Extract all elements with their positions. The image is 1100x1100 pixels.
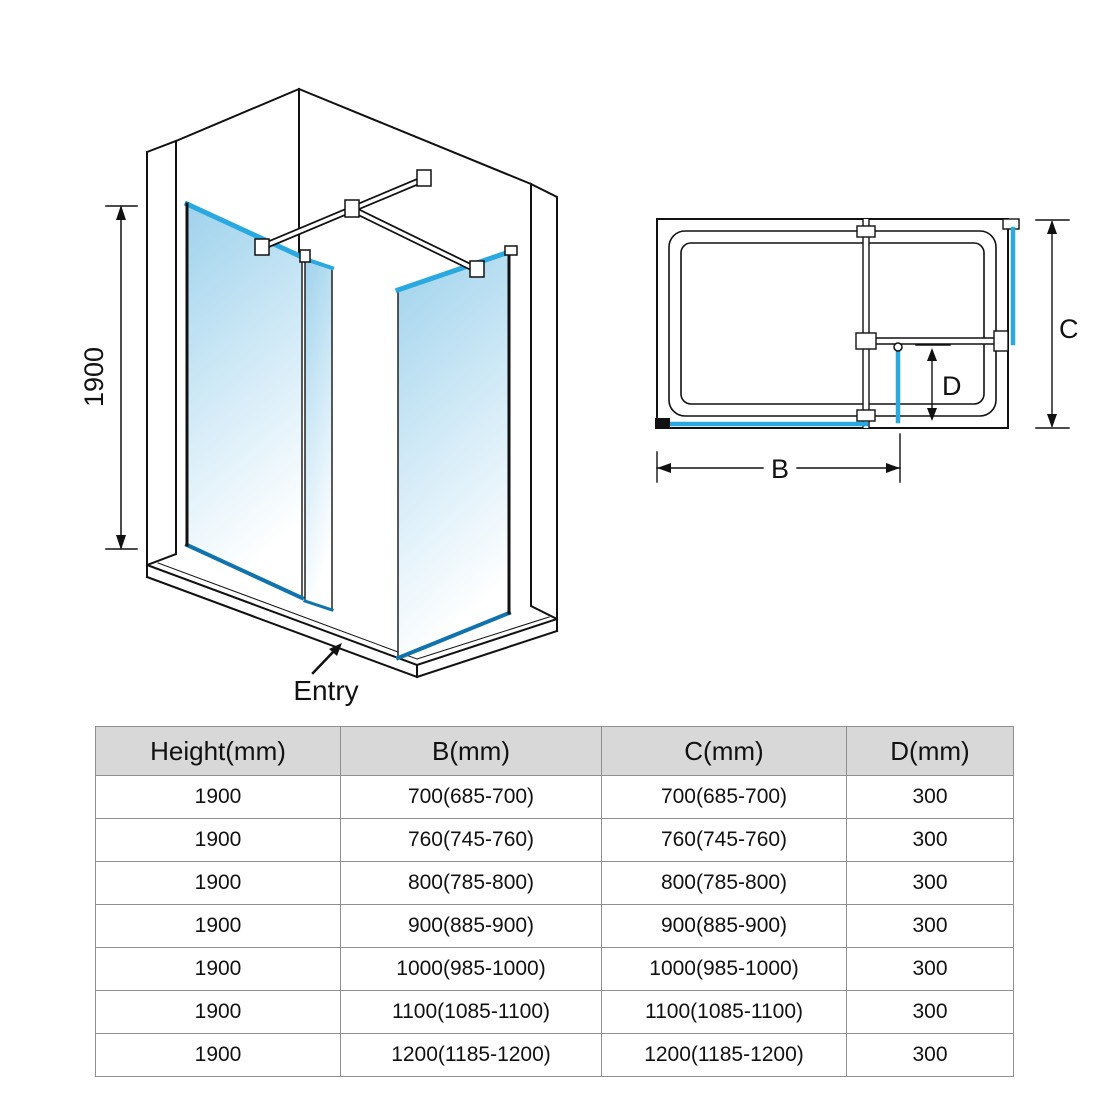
- isometric-view: 1900 Entry: [79, 87, 559, 706]
- cell-b: 760(745-760): [340, 818, 602, 862]
- bar-clamp: [254, 238, 270, 256]
- cell-b: 700(685-700): [340, 775, 602, 819]
- table-row: 1900 900(885-900) 900(885-900) 300: [95, 904, 1014, 948]
- table-row: 1900 1000(985-1000) 1000(985-1000) 300: [95, 947, 1014, 991]
- bar-wall-mount: [416, 169, 432, 187]
- table-row: 1900 760(745-760) 760(745-760) 300: [95, 818, 1014, 862]
- wall-profile: [655, 418, 670, 429]
- dimension-d: D: [915, 344, 962, 421]
- cell-c: 1200(1185-1200): [601, 1033, 847, 1077]
- height-dimension: 1900: [79, 205, 138, 550]
- cell-b: 1200(1185-1200): [340, 1033, 602, 1077]
- entry-indicator: Entry: [293, 643, 359, 706]
- cell-c: 800(785-800): [601, 861, 847, 905]
- cell-b: 800(785-800): [340, 861, 602, 905]
- table-header-row: Height(mm) B(mm) C(mm) D(mm): [95, 726, 1014, 776]
- plan-support-bars: [855, 218, 1020, 429]
- dimension-b-label: B: [771, 454, 789, 484]
- cell-d: 300: [846, 818, 1014, 862]
- cell-height: 1900: [95, 904, 341, 948]
- cell-b: 900(885-900): [340, 904, 602, 948]
- cell-b: 1100(1085-1100): [340, 990, 602, 1034]
- cell-height: 1900: [95, 1033, 341, 1077]
- cell-c: 1000(985-1000): [601, 947, 847, 991]
- entry-arrow: [311, 649, 336, 675]
- plan-view: D B C: [655, 218, 1079, 484]
- bar-tee-connector: [855, 332, 877, 350]
- dimension-c-label: C: [1059, 314, 1079, 344]
- bar-clamp: [856, 409, 876, 422]
- bar-clamp: [856, 225, 876, 238]
- col-header-height: Height(mm): [95, 726, 341, 776]
- table-row: 1900 800(785-800) 800(785-800) 300: [95, 861, 1014, 905]
- table-row: 1900 1100(1085-1100) 1100(1085-1100) 300: [95, 990, 1014, 1034]
- bar-clamp: [469, 260, 485, 278]
- cell-height: 1900: [95, 947, 341, 991]
- plan-tray: [656, 218, 1009, 429]
- cell-d: 300: [846, 990, 1014, 1034]
- dimension-b: B: [656, 433, 901, 484]
- technical-drawings: 1900 Entry: [79, 87, 1079, 706]
- cell-d: 300: [846, 947, 1014, 991]
- cell-height: 1900: [95, 775, 341, 819]
- glass-flipper-panel: [302, 256, 335, 612]
- glass-panel-main: [394, 245, 518, 661]
- shower-tray: [145, 562, 559, 679]
- bar-tee-connector: [344, 199, 360, 218]
- dimension-c: C: [1035, 219, 1079, 429]
- table-row: 1900 1200(1185-1200) 1200(1185-1200) 300: [95, 1033, 1014, 1077]
- glass-panel-left: [183, 200, 306, 601]
- bar-clamp: [299, 249, 311, 263]
- wall-bracket: [504, 245, 518, 256]
- table-row: 1900 700(685-700) 700(685-700) 300: [95, 775, 1014, 819]
- cell-c: 700(685-700): [601, 775, 847, 819]
- col-header-d: D(mm): [846, 726, 1014, 776]
- corner-walls: [146, 87, 558, 621]
- cell-height: 1900: [95, 818, 341, 862]
- size-table: Height(mm) B(mm) C(mm) D(mm) 1900 700(68…: [95, 726, 1014, 1077]
- support-bars: [254, 169, 485, 278]
- cell-c: 1100(1085-1100): [601, 990, 847, 1034]
- cell-d: 300: [846, 904, 1014, 948]
- cell-b: 1000(985-1000): [340, 947, 602, 991]
- cell-c: 760(745-760): [601, 818, 847, 862]
- col-header-b: B(mm): [340, 726, 602, 776]
- cell-height: 1900: [95, 861, 341, 905]
- entry-arrowhead: [329, 643, 342, 656]
- arrowhead-down: [116, 535, 126, 550]
- plan-glass-panels: [655, 226, 1016, 429]
- flipper-hinge: [893, 342, 903, 352]
- cell-d: 300: [846, 861, 1014, 905]
- cell-d: 300: [846, 775, 1014, 819]
- dimension-d-label: D: [942, 371, 962, 401]
- cell-d: 300: [846, 1033, 1014, 1077]
- arrowhead-up: [116, 205, 126, 220]
- entry-label: Entry: [293, 675, 358, 706]
- cell-height: 1900: [95, 990, 341, 1034]
- bar-wall-mount: [993, 330, 1009, 352]
- height-dimension-label: 1900: [79, 347, 109, 407]
- cell-c: 900(885-900): [601, 904, 847, 948]
- col-header-c: C(mm): [601, 726, 847, 776]
